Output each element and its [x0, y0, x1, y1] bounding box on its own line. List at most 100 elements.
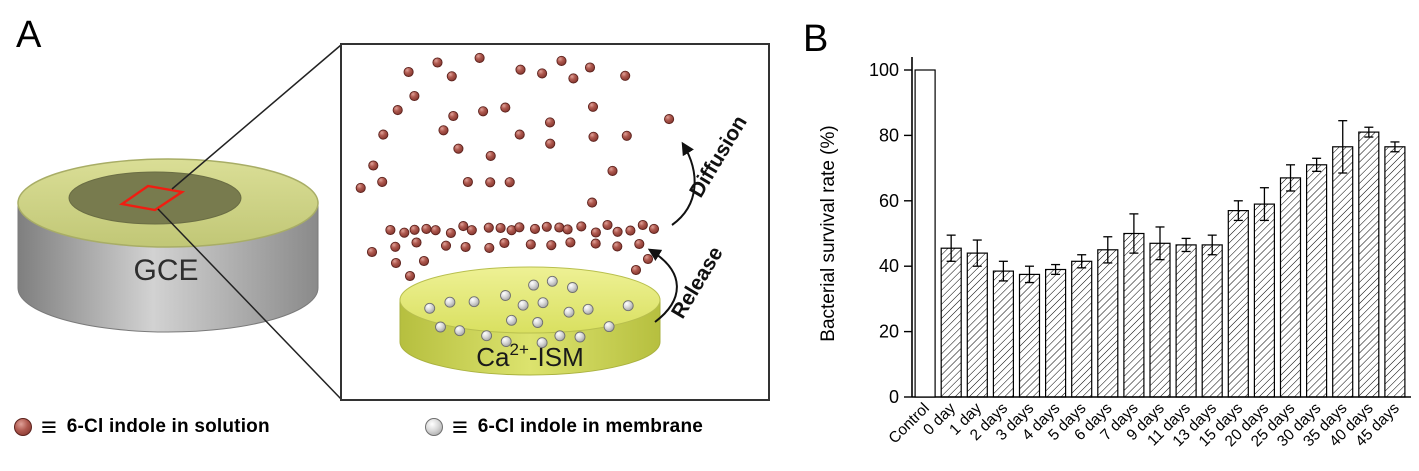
solution-dot [499, 237, 510, 249]
solution-dot [458, 221, 469, 232]
solution-dot [625, 225, 636, 236]
bar [1045, 268, 1067, 398]
solution-dot [529, 223, 541, 234]
solution-dot [411, 237, 422, 248]
solution-dot [462, 176, 473, 188]
membrane-dot [517, 299, 529, 311]
sensing-region-outline [118, 184, 186, 212]
solution-dot [525, 239, 536, 250]
solution-dot [590, 227, 601, 238]
solution-dot [430, 225, 441, 236]
membrane-dot [537, 297, 549, 309]
solution-dot [445, 227, 456, 239]
legend-label-solution: 6-Cl indole in solution [66, 416, 270, 437]
membrane-dot [500, 290, 511, 301]
membrane-label-suffix: -ISM [529, 342, 584, 372]
bar [1332, 146, 1354, 398]
membrane-disk [399, 266, 661, 376]
bar [992, 270, 1014, 398]
solution-dot [484, 242, 495, 253]
gce-inner-membrane [68, 171, 242, 225]
membrane-label: Ca2+-ISM [476, 340, 584, 372]
equiv-symbol: ≡ [452, 411, 468, 442]
membrane-dot [554, 330, 566, 342]
membrane-dot [546, 275, 558, 287]
solution-dot [546, 240, 557, 251]
solution-dot [403, 66, 414, 78]
diffusion-arrow [671, 141, 696, 226]
solution-dot [485, 150, 496, 161]
bar [1071, 260, 1093, 398]
membrane-label-sup: 2+ [509, 340, 528, 359]
solution-dot [620, 70, 631, 81]
membrane-dot [435, 321, 446, 333]
y-axis-title: Bacterial survival rate (%) [818, 125, 839, 341]
panel-a-illustration: GCE Ca2+-ISM Diffusion Release [17, 43, 770, 401]
gce-electrode: GCE [17, 158, 319, 333]
solution-dot [590, 238, 601, 249]
membrane-dot [582, 303, 594, 315]
panel-a-label: A [16, 14, 42, 56]
solution-dot [446, 71, 457, 82]
solution-dot [514, 129, 525, 140]
bar [1279, 177, 1302, 398]
membrane-dot [444, 296, 456, 308]
bar [1253, 203, 1275, 398]
solution-dot [554, 222, 565, 233]
solution-dot [607, 165, 618, 176]
y-tick-label: 100 [869, 60, 899, 80]
solution-dot [432, 57, 443, 68]
bar [1175, 244, 1197, 398]
solution-dot [630, 264, 642, 276]
solution-dot [392, 105, 403, 116]
membrane-dots [424, 275, 634, 349]
solution-dot [418, 255, 430, 267]
membrane-dot [528, 279, 540, 291]
solution-dot [409, 90, 420, 102]
solution-dot [478, 106, 489, 117]
membrane-dot [481, 330, 493, 342]
solution-dot [642, 253, 654, 265]
membrane-dot [424, 302, 436, 314]
solution-dot [587, 197, 598, 208]
solution-dot [541, 221, 552, 232]
solution-dot [495, 222, 506, 234]
solution-dot [409, 224, 420, 235]
zoom-line-bottom [157, 208, 342, 400]
solution-dot [576, 221, 587, 232]
solution-dot [378, 129, 389, 140]
membrane-label-base: Ca [476, 342, 510, 372]
y-tick-label: 0 [889, 387, 899, 407]
solution-dot [485, 177, 496, 188]
solution-dot [440, 240, 452, 251]
y-tick-label: 80 [879, 125, 899, 145]
solution-dot [355, 182, 366, 193]
solution-dot [453, 143, 464, 154]
membrane-dot [500, 336, 512, 347]
solution-dot [368, 160, 379, 171]
release-arrow [647, 248, 678, 323]
solution-dot [612, 226, 623, 237]
membrane-dot [536, 337, 548, 349]
solution-dot [500, 102, 511, 113]
solution-dot [664, 114, 675, 125]
bar [1227, 210, 1249, 398]
membrane-dot [454, 325, 466, 337]
solution-dot [377, 176, 388, 187]
solution-dot [545, 138, 556, 149]
solution-dot [448, 110, 459, 122]
y-tick-label: 20 [879, 322, 899, 342]
legend-item-solution: ≡ 6-Cl indole in solution [14, 410, 270, 444]
solution-dot [634, 238, 645, 250]
bar [1358, 131, 1380, 398]
bar [1123, 232, 1145, 398]
legend: ≡ 6-Cl indole in solution ≡ 6-Cl indole … [0, 410, 790, 450]
bar [940, 247, 962, 398]
solution-dot [504, 177, 515, 188]
membrane-dot [468, 296, 480, 308]
solution-dot [438, 125, 449, 136]
bar [966, 252, 988, 398]
solution-dot [565, 237, 576, 248]
